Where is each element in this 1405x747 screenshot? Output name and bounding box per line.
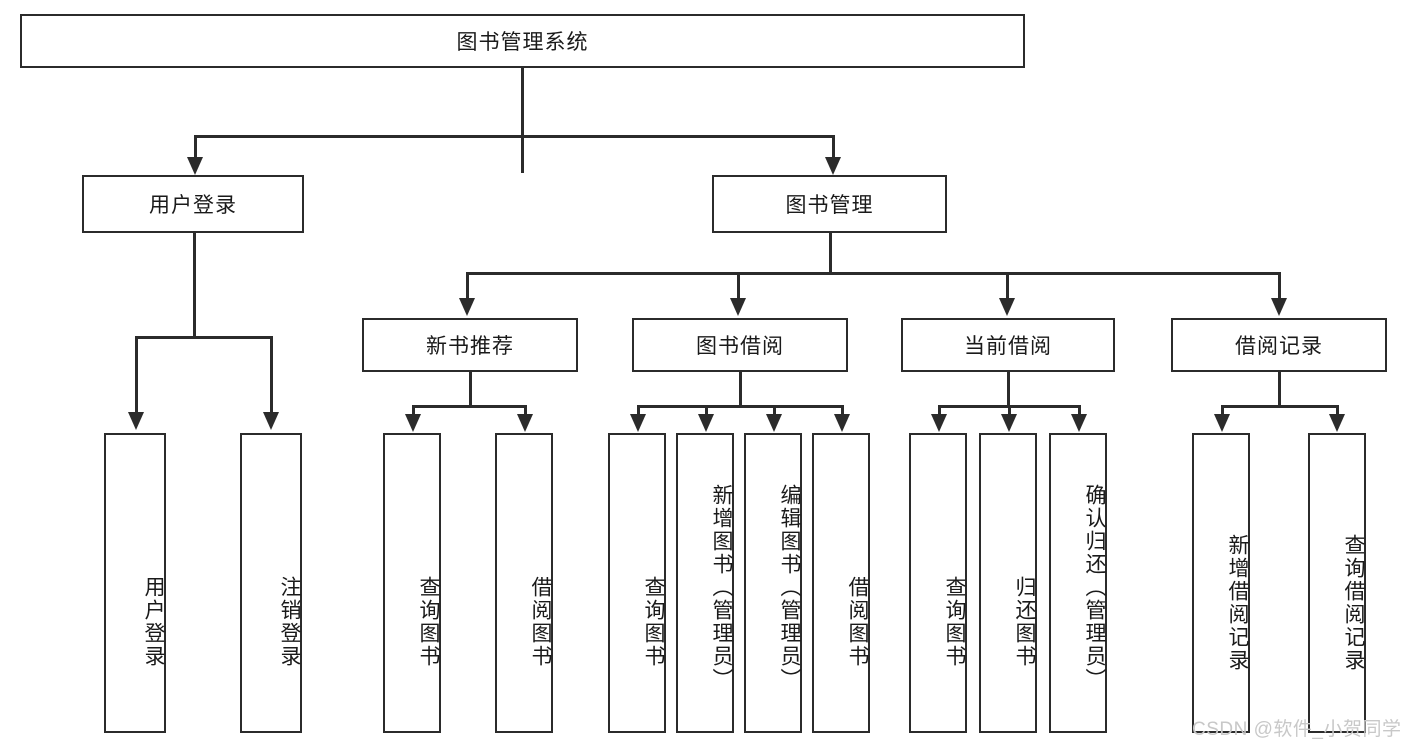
leaf-query-book-recommend[interactable]: 查询图书 xyxy=(383,433,441,733)
edge-current-borrow-stem xyxy=(1007,372,1010,408)
leaf-borrow-book-borrow[interactable]: 借阅图书 xyxy=(812,433,870,733)
arrow-user-login-to-leaf-0 xyxy=(128,412,144,430)
edge-bm-to-borrow-record xyxy=(1278,272,1281,304)
node-label: 用户登录 xyxy=(142,576,165,668)
leaf-query-borrow-record[interactable]: 查询借阅记录 xyxy=(1308,433,1366,733)
edge-borrow-record-bus xyxy=(1221,405,1339,408)
leaf-edit-book-admin[interactable]: 编辑图书（管理员） xyxy=(744,433,802,733)
node-book-borrow[interactable]: 图书借阅 xyxy=(632,318,848,372)
node-new-book-recommend[interactable]: 新书推荐 xyxy=(362,318,578,372)
edge-borrow-record-stem xyxy=(1278,372,1281,408)
leaf-query-book-borrow[interactable]: 查询图书 xyxy=(608,433,666,733)
node-label: 当前借阅 xyxy=(964,335,1052,358)
node-user-login[interactable]: 用户登录 xyxy=(82,175,304,233)
edge-root-to-book-management xyxy=(832,135,835,165)
arrow-book-borrow-to-leaf-3 xyxy=(834,414,850,432)
arrow-book-borrow-to-leaf-0 xyxy=(630,414,646,432)
edge-root-to-user-login xyxy=(194,135,197,165)
node-label: 新增图书（管理员） xyxy=(710,483,733,691)
leaf-return-book[interactable]: 归还图书 xyxy=(979,433,1037,733)
node-label: 图书借阅 xyxy=(696,335,784,358)
node-label: 编辑图书（管理员） xyxy=(778,483,801,691)
arrow-bm-to-current-borrow xyxy=(999,298,1015,316)
edge-book-management-bus xyxy=(466,272,1278,275)
node-label: 新增借阅记录 xyxy=(1226,534,1249,672)
node-current-borrow[interactable]: 当前借阅 xyxy=(901,318,1115,372)
arrow-new-book-to-leaf-0 xyxy=(405,414,421,432)
arrow-bm-to-borrow-record xyxy=(1271,298,1287,316)
node-label: 借阅图书 xyxy=(846,576,869,668)
edge-book-borrow-stem xyxy=(739,372,742,408)
edge-book-borrow-bus xyxy=(637,405,842,408)
arrow-book-borrow-to-leaf-2 xyxy=(766,414,782,432)
node-book-management-system[interactable]: 图书管理系统 xyxy=(20,14,1025,68)
arrow-current-borrow-to-leaf-1 xyxy=(1001,414,1017,432)
node-borrow-record[interactable]: 借阅记录 xyxy=(1171,318,1387,372)
arrow-root-to-book-management xyxy=(825,157,841,175)
edge-book-management-stem xyxy=(829,233,832,275)
node-label: 查询借阅记录 xyxy=(1342,534,1365,672)
leaf-add-borrow-record[interactable]: 新增借阅记录 xyxy=(1192,433,1250,733)
edge-user-login-bus xyxy=(135,336,273,339)
node-label: 图书管理系统 xyxy=(456,31,589,54)
node-label: 注销登录 xyxy=(278,576,301,668)
edge-user-login-to-leaf-0 xyxy=(135,336,138,418)
arrow-root-to-user-login xyxy=(187,157,203,175)
arrow-borrow-record-to-leaf-0 xyxy=(1214,414,1230,432)
node-label: 查询图书 xyxy=(417,576,440,668)
leaf-logout-login[interactable]: 注销登录 xyxy=(240,433,302,733)
node-label: 图书管理 xyxy=(785,194,874,217)
arrow-current-borrow-to-leaf-2 xyxy=(1071,414,1087,432)
watermark-text: CSDN @软件_小贺同学 xyxy=(1192,719,1402,740)
node-label: 用户登录 xyxy=(149,194,237,217)
node-label: 借阅图书 xyxy=(529,576,552,668)
edge-bm-to-book-borrow xyxy=(737,272,740,304)
node-label: 借阅记录 xyxy=(1235,335,1323,358)
node-label: 查询图书 xyxy=(943,576,966,668)
edge-user-login-to-leaf-1 xyxy=(270,336,273,418)
edge-new-book-stem xyxy=(469,372,472,408)
arrow-book-borrow-to-leaf-1 xyxy=(698,414,714,432)
edge-root-stem xyxy=(521,68,524,173)
arrow-bm-to-book-borrow xyxy=(730,298,746,316)
edge-root-bus xyxy=(194,135,835,138)
node-label: 查询图书 xyxy=(642,576,665,668)
edge-new-book-bus xyxy=(412,405,527,408)
node-label: 新书推荐 xyxy=(426,335,514,358)
edge-bm-to-current-borrow xyxy=(1006,272,1009,304)
leaf-borrow-book-recommend[interactable]: 借阅图书 xyxy=(495,433,553,733)
edge-bm-to-new-book xyxy=(466,272,469,304)
arrow-new-book-to-leaf-1 xyxy=(517,414,533,432)
leaf-query-book-current[interactable]: 查询图书 xyxy=(909,433,967,733)
node-label: 归还图书 xyxy=(1013,576,1036,668)
leaf-confirm-return-admin[interactable]: 确认归还（管理员） xyxy=(1049,433,1107,733)
arrow-current-borrow-to-leaf-0 xyxy=(931,414,947,432)
node-book-management[interactable]: 图书管理 xyxy=(712,175,947,233)
node-label: 确认归还（管理员） xyxy=(1083,483,1106,691)
arrow-borrow-record-to-leaf-1 xyxy=(1329,414,1345,432)
leaf-user-login[interactable]: 用户登录 xyxy=(104,433,166,733)
edge-user-login-stem xyxy=(193,233,196,338)
arrow-user-login-to-leaf-1 xyxy=(263,412,279,430)
leaf-add-book-admin[interactable]: 新增图书（管理员） xyxy=(676,433,734,733)
arrow-bm-to-new-book xyxy=(459,298,475,316)
